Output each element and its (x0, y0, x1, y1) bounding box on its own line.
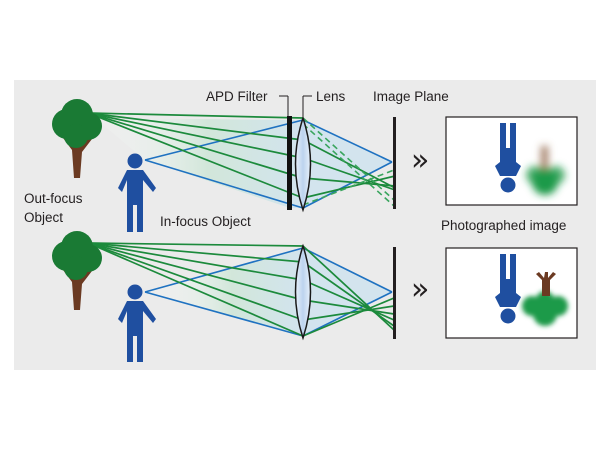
attenuated-rays (302, 117, 395, 207)
lens-icon (294, 243, 312, 341)
green-rays (87, 112, 396, 199)
out-focus-label-line1: Out-focus (24, 191, 83, 206)
green-rays (87, 242, 395, 337)
scene-without-apd-filter: » (52, 231, 578, 362)
tree-icon (52, 99, 102, 178)
blue-rays (144, 119, 393, 209)
person-icon (118, 284, 156, 362)
photographed-image-top (445, 116, 578, 206)
double-chevron-icon: » (411, 272, 429, 307)
labels: APD Filter Lens Image Plane Out-focus Ob… (24, 89, 566, 233)
beam-fill (88, 118, 305, 208)
image-plane-icon (393, 247, 396, 339)
double-chevron-icon: » (411, 143, 429, 178)
person-icon (118, 153, 156, 232)
lens-label: Lens (316, 89, 346, 104)
tree-icon (52, 231, 102, 310)
scene-with-apd-filter: » (52, 99, 578, 232)
image-plane-label: Image Plane (373, 89, 449, 104)
apd-filter-label: APD Filter (206, 89, 268, 104)
out-focus-label-line2: Object (24, 210, 63, 225)
image-plane-icon (393, 117, 396, 209)
in-focus-label: In-focus Object (160, 214, 251, 229)
photographed-image-label: Photographed image (441, 218, 566, 233)
lens-icon (294, 115, 312, 213)
beam-fill-right (303, 248, 392, 336)
apd-filter-icon (287, 116, 292, 210)
photographed-image-bottom (445, 247, 578, 339)
